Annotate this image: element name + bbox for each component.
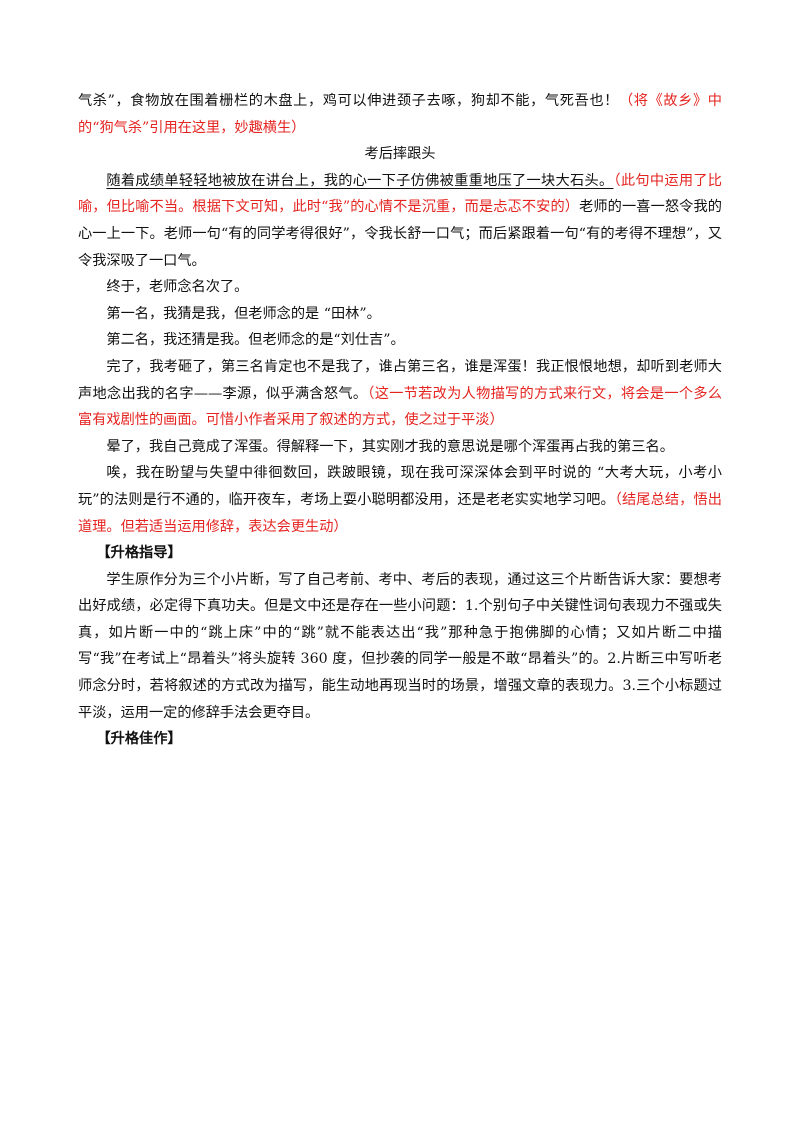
red-comment: （将《故乡》中的“狗气杀”引用在这里，妙趣横生） <box>78 93 722 136</box>
paragraph-guidance: 学生原作分为三个小片断，写了自己考前、考中、考后的表现，通过这三个片断告诉大家：… <box>78 571 722 721</box>
paragraph-2: 随着成绩单轻轻地被放在讲台上，我的心一下子仿佛被重重地压了一块大石头。（此句中运… <box>78 168 722 274</box>
paragraph-8: 唉，我在盼望与失望中徘徊数回，跌跛眼镜，现在我可深深体会到平时说的 “大考大玩，… <box>78 460 722 540</box>
underlined-sentence: 随着成绩单轻轻地被放在讲台上，我的心一下子仿佛被重重地压了一块大石头。 <box>106 172 614 189</box>
paragraph-4: 第一名，我猜是我，但老师念的是 “田林”。 <box>106 305 381 322</box>
paragraph-6: 完了，我考砸了，第三名肯定也不是我了，谁占第三名，谁是浑蛋！我正恨恨地想，却听到… <box>78 354 722 434</box>
heading-upgrade-guidance: 【升格指导】 <box>96 545 182 562</box>
red-comment: （结尾总结，悟出道理。但若适当运用修辞，表达会更生动） <box>78 491 722 535</box>
paragraph-1: 气杀”，食物放在围着栅栏的木盘上，鸡可以伸进颈子去啄，狗却不能，气死吾也！（将《… <box>78 88 722 141</box>
body-text: 老师的一喜一怒令我的心一上一下。老师一句“有的同学考得很好”，令我长舒一口气；而… <box>78 199 722 269</box>
body-text: 完了，我考砸了，第三名肯定也不是我了，谁占第三名，谁是浑蛋！我正恨恨地想，却听到… <box>78 358 722 402</box>
document-page: 气杀”，食物放在围着栅栏的木盘上，鸡可以伸进颈子去啄，狗却不能，气死吾也！（将《… <box>78 88 722 753</box>
red-comment: （此句中运用了比喻，但比喻不当。根据下文可知，此时“我”的心情不是沉重，而是忐忑… <box>78 172 722 216</box>
body-text: 气杀”，食物放在围着栅栏的木盘上，鸡可以伸进颈子去啄，狗却不能，气死吾也！ <box>78 93 619 109</box>
paragraph-5: 第二名，我还猜是我。但老师念的是“刘仕吉”。 <box>106 332 405 349</box>
section-title: 考后摔跟头 <box>364 146 436 163</box>
red-comment: （这一节若改为人物描写的方式来行文，将会是一个多么富有戏剧性的画面。可惜小作者采… <box>78 385 722 429</box>
heading-upgrade-essay: 【升格佳作】 <box>96 731 182 748</box>
body-text: 唉，我在盼望与失望中徘徊数回，跌跛眼镜，现在我可深深体会到平时说的 “大考大玩，… <box>78 465 722 508</box>
paragraph-7: 晕了，我自己竟成了浑蛋。得解释一下，其实刚才我的意思说是哪个浑蛋再占我的第三名。 <box>106 438 674 455</box>
paragraph-3: 终于，老师念名次了。 <box>106 279 249 296</box>
